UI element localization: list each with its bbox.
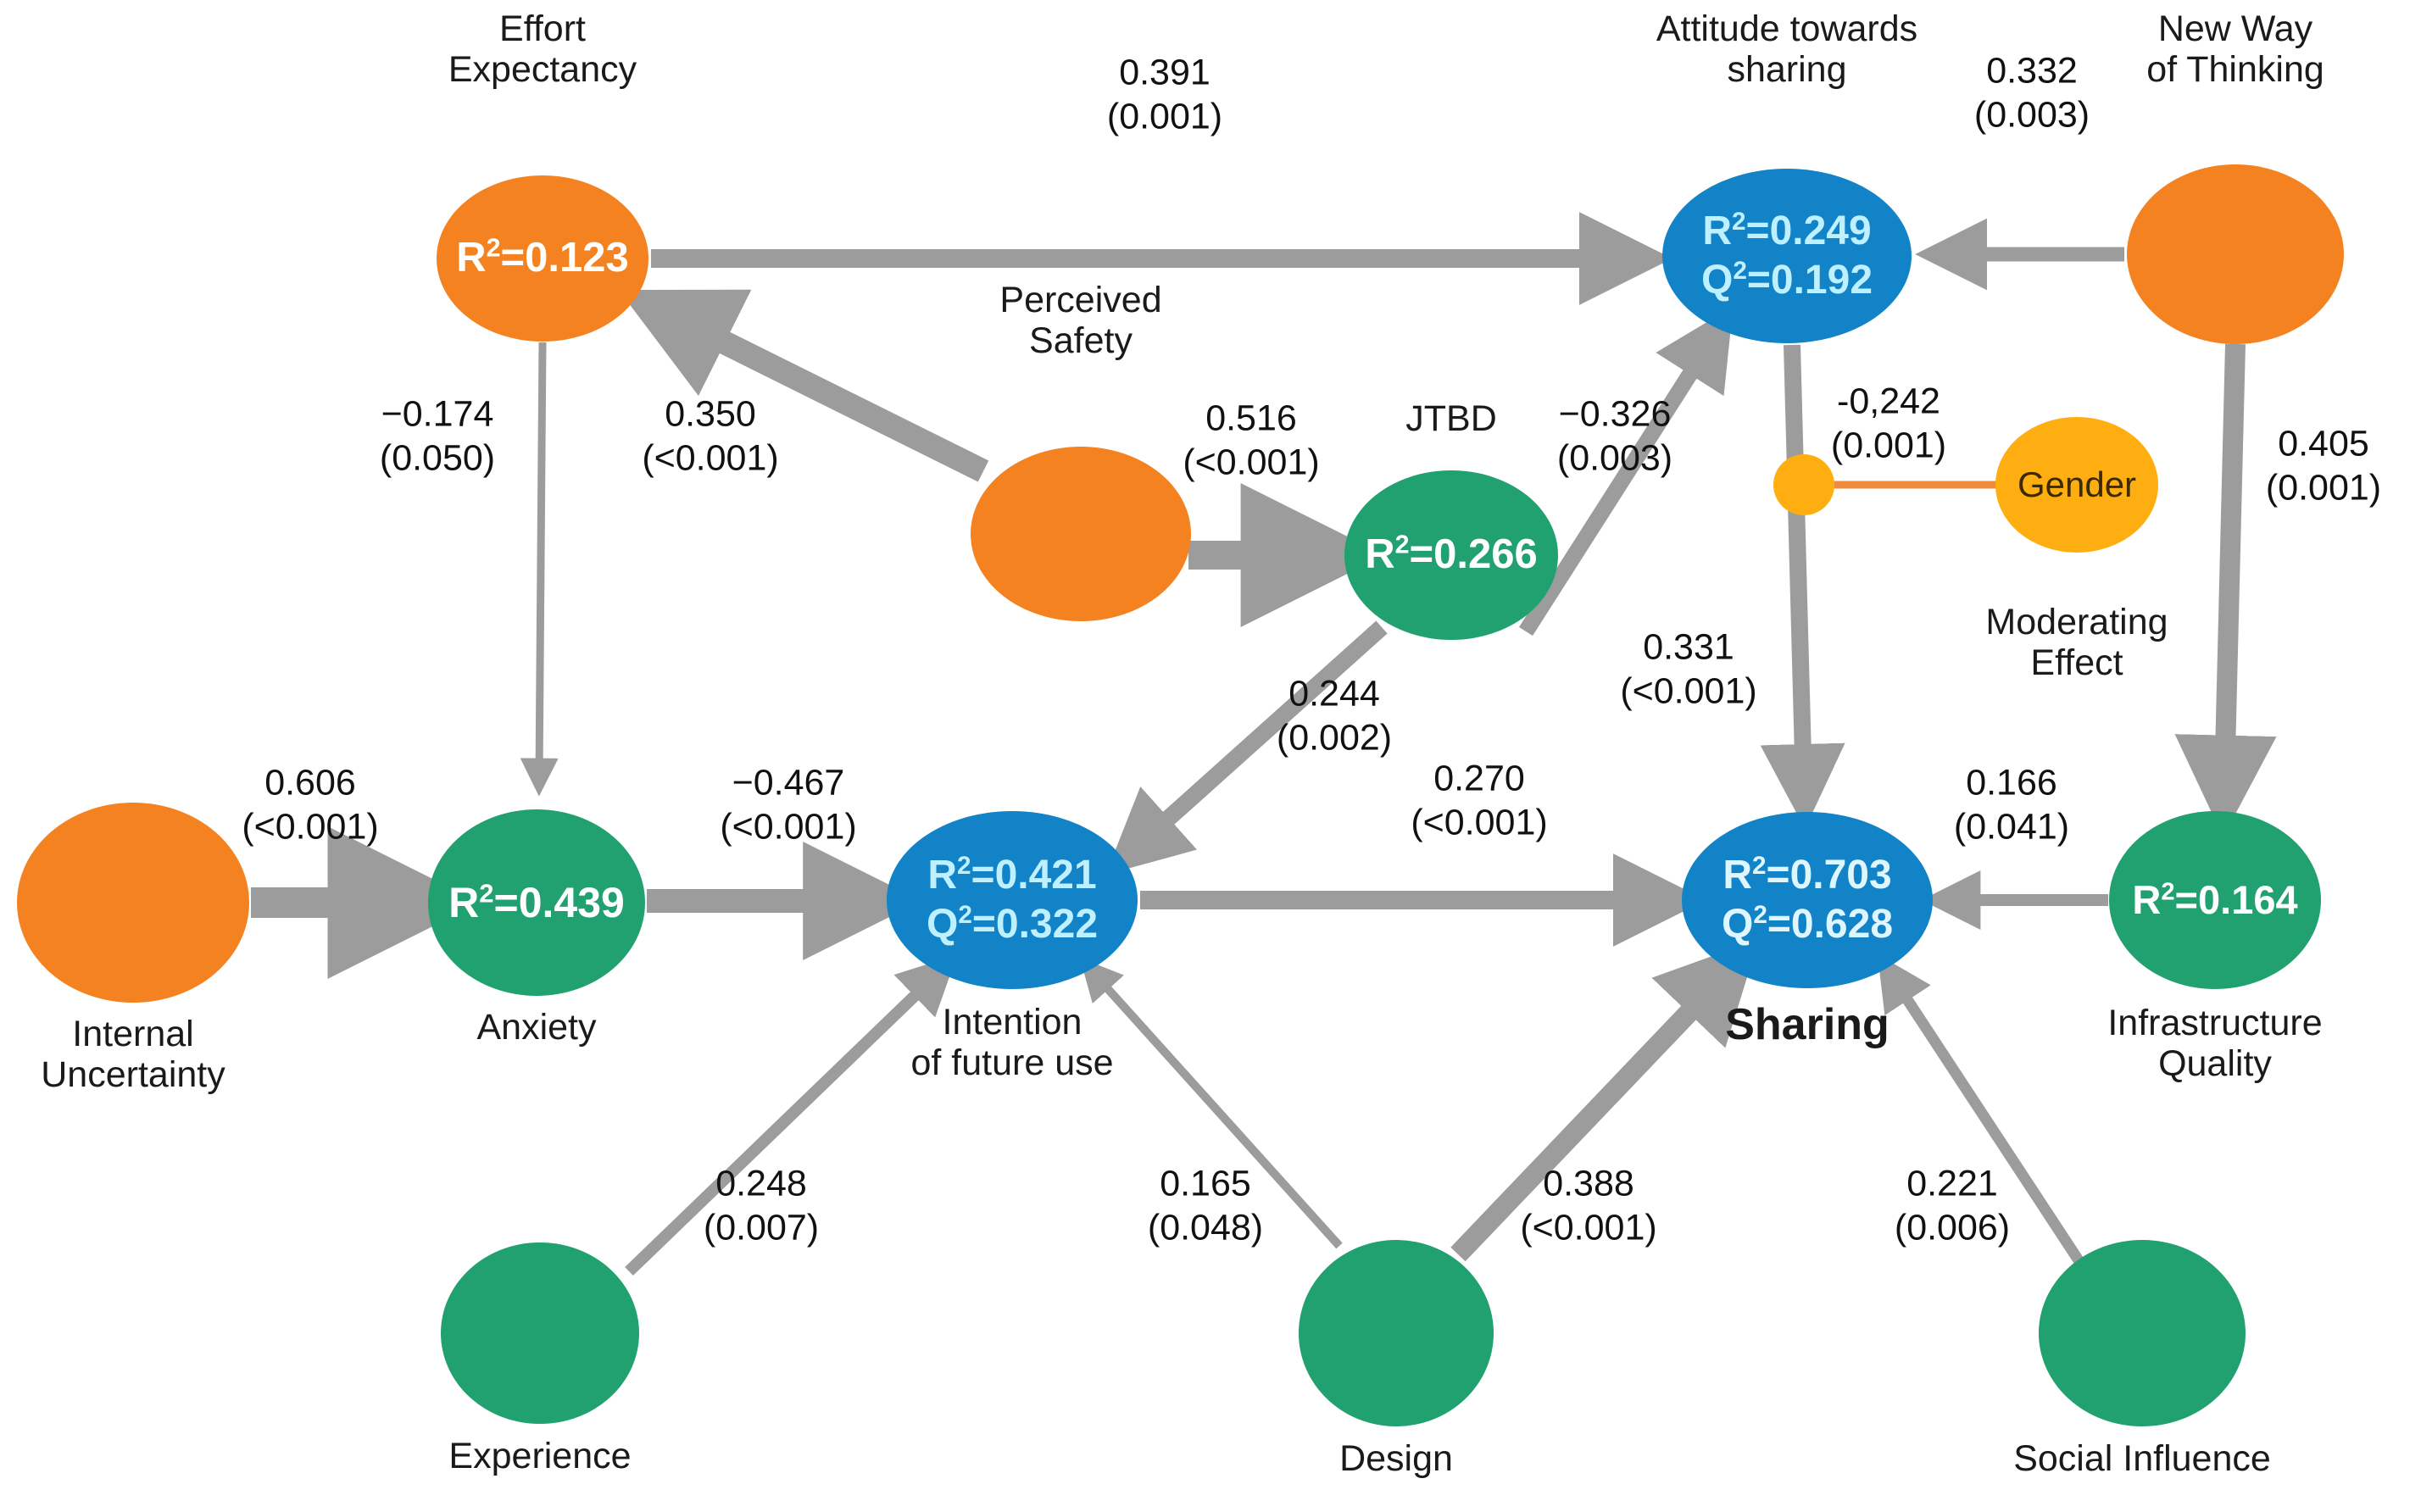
- node-stat-q2: Q2=0.192: [1700, 257, 1873, 303]
- node-label-jtbd: JTBD: [1405, 398, 1497, 439]
- edge-experience-to-intention: [625, 954, 958, 1276]
- node-stat-q2: Q2=0.322: [926, 901, 1099, 947]
- node-new-way-of-thinking[interactable]: [2127, 164, 2344, 344]
- edge-label-ps-to-ee: 0.350(<0.001): [642, 393, 779, 479]
- node-stat-r2: R2=0.123: [456, 233, 629, 281]
- edge-jtbd-to-intention: [1105, 620, 1388, 876]
- node-gender[interactable]: Gender: [1995, 417, 2158, 553]
- edge-label-design-to-intention: 0.165(0.048): [1147, 1163, 1264, 1248]
- node-intention-of-future-use[interactable]: R2=0.421 Q2=0.322: [887, 811, 1138, 989]
- edge-label-iu-to-anxiety: 0.606(<0.001): [242, 762, 379, 848]
- node-perceived-safety[interactable]: [971, 447, 1191, 621]
- edge-ee-to-anxiety: [520, 342, 559, 797]
- node-stat-r2: R2=0.266: [1365, 530, 1538, 578]
- node-sharing[interactable]: R2=0.703 Q2=0.628: [1682, 812, 1933, 988]
- node-label-anxiety: Anxiety: [476, 1007, 597, 1048]
- edge-label-experience-to-intention: 0.248(0.007): [703, 1163, 820, 1248]
- edge-intention-to-attitude: [1518, 306, 1734, 636]
- node-design[interactable]: [1299, 1240, 1494, 1426]
- node-infrastructure-quality[interactable]: R2=0.164: [2109, 811, 2321, 989]
- node-internal-uncertainty[interactable]: [17, 803, 249, 1003]
- edge-label-nwt-to-attitude: 0.332(0.003): [1973, 50, 2090, 136]
- edge-label-intention-to-sharing: 0.270(<0.001): [1411, 758, 1548, 843]
- node-label-experience: Experience: [448, 1436, 632, 1476]
- edge-label-attitude-to-sharing: 0.331(<0.001): [1620, 626, 1757, 712]
- edge-label-ee-to-attitude: 0.391(0.001): [1106, 52, 1223, 137]
- edge-label-jtbd-to-intention: 0.244(0.002): [1276, 673, 1393, 759]
- edge-attitude-to-sharing: [1760, 344, 1845, 829]
- node-stat-q2: Q2=0.628: [1721, 901, 1894, 947]
- node-attitude-towards-sharing[interactable]: R2=0.249 Q2=0.192: [1662, 169, 1912, 343]
- node-label-sharing: Sharing: [1725, 1000, 1889, 1049]
- node-stat-r2: R2=0.249: [1702, 208, 1872, 254]
- node-social-influence[interactable]: [2039, 1240, 2246, 1426]
- node-jtbd[interactable]: R2=0.266: [1344, 470, 1558, 640]
- node-anxiety[interactable]: R2=0.439: [428, 809, 645, 996]
- node-stat-r2: R2=0.703: [1723, 852, 1892, 898]
- edge-label-infrastructure-to-sharing: 0.166(0.041): [1953, 762, 2070, 848]
- edge-label-intention-to-attitude: −0.326(0.003): [1556, 393, 1673, 479]
- edge-nwt-to-infrastructure: [2174, 343, 2277, 837]
- node-experience[interactable]: [441, 1242, 639, 1424]
- edge-label-design-to-sharing: 0.388(<0.001): [1520, 1163, 1657, 1248]
- node-effort-expectancy[interactable]: R2=0.123: [437, 175, 648, 342]
- edge-label-nwt-to-infrastructure: 0.405(0.001): [2265, 423, 2382, 509]
- node-gender-label: Gender: [2017, 464, 2137, 504]
- node-stat-r2: R2=0.421: [927, 852, 1097, 898]
- node-label-design: Design: [1339, 1438, 1453, 1479]
- edge-label-gender-moderation: -0,242(0.001): [1830, 381, 1947, 466]
- edge-label-anxiety-to-intention: −0.467(<0.001): [720, 762, 857, 848]
- edge-social-influence-to-sharing: [1877, 953, 2084, 1264]
- edge-design-to-intention: [1079, 958, 1343, 1249]
- edge-label-ee-to-anxiety: −0.174(0.050): [379, 393, 496, 479]
- edge-label-ps-to-jtbd: 0.516(<0.001): [1183, 397, 1320, 483]
- edge-ps-to-ee: [618, 289, 989, 482]
- moderator-anchor-dot: [1773, 454, 1834, 515]
- edge-label-social-influence-to-sharing: 0.221(0.006): [1894, 1163, 2011, 1248]
- node-stat-r2: R2=0.164: [2132, 877, 2298, 923]
- node-label-social-influence: Social Influence: [2013, 1438, 2271, 1479]
- node-stat-r2: R2=0.439: [448, 877, 625, 926]
- edge-design-to-sharing: [1450, 939, 1759, 1262]
